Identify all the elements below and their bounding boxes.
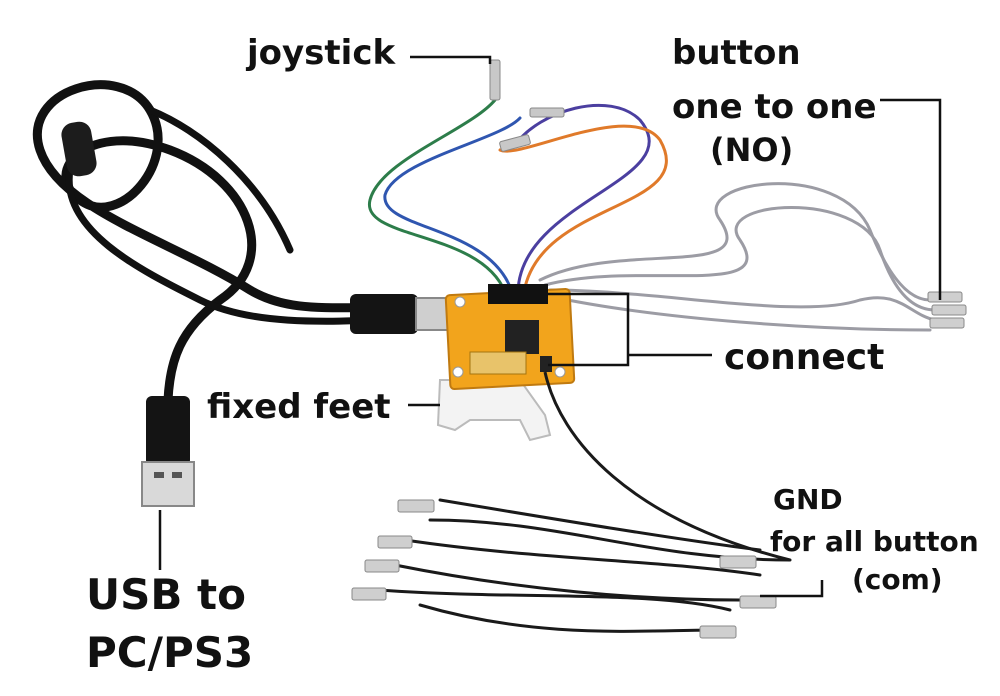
label-connect: connect [724, 337, 885, 378]
fixed-feet [436, 379, 552, 442]
label-for-all-button: for all button [770, 525, 979, 558]
joystick-wires [368, 98, 668, 294]
pcb-board [444, 284, 576, 390]
black-wire-terminals [351, 499, 777, 639]
usb-cable [33, 80, 445, 405]
leader-lines [158, 55, 942, 598]
joystick-terminals [489, 59, 565, 152]
label-one-to-one: one to one [672, 87, 877, 127]
gray-button-wires [538, 182, 937, 332]
gray-wire-terminals [927, 291, 967, 329]
ferrite-bead [61, 121, 97, 177]
label-pc-ps3: PC/PS3 [86, 628, 254, 677]
label-gnd: GND [773, 483, 843, 516]
gnd-wire [543, 371, 791, 562]
label-usb-to: USB to [86, 570, 246, 619]
label-fixed-feet: fixed feet [207, 387, 391, 427]
mounting-hole [452, 366, 464, 378]
label-no: (NO) [710, 131, 794, 169]
mounting-hole [554, 366, 566, 378]
usb-a-plug [141, 396, 195, 507]
label-button: button [672, 33, 801, 73]
black-button-wires [378, 498, 792, 633]
mounting-hole [454, 296, 466, 308]
label-joystick: joystick [247, 33, 396, 73]
label-com: (com) [852, 563, 943, 596]
usb-b-plug [350, 294, 453, 334]
